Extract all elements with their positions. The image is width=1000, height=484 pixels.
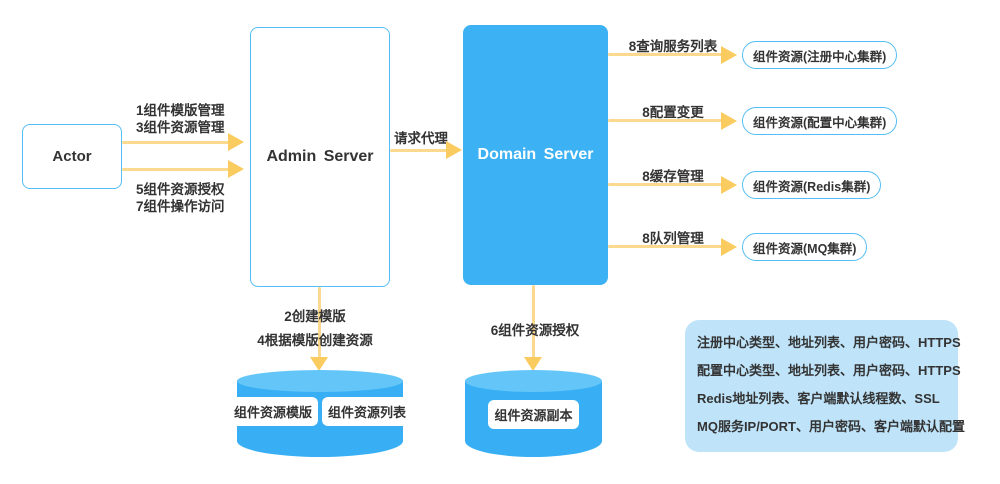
service-row-arrow-shaft — [608, 245, 722, 248]
resource-registry-cluster-label: 组件资源(注册中心集群) — [753, 49, 887, 64]
resource-redis-cluster: 组件资源(Redis集群) — [742, 171, 882, 199]
note-mq: MQ服务IP/PORT、用户密码、客户端默认配置 — [697, 419, 965, 434]
service-row-arrow-head — [721, 46, 737, 64]
arrow-actor-admin-top-shaft — [122, 141, 230, 144]
actor-label: Actor — [52, 148, 92, 165]
flow-label-template-manage: 1组件模版管理 — [136, 103, 225, 118]
service-row-arrow-shaft — [608, 53, 722, 56]
chip-resource-list: 组件资源列表 — [322, 397, 413, 426]
flow-label-resource-manage: 3组件资源管理 — [136, 120, 225, 135]
actor-node: Actor — [22, 124, 122, 189]
arrow-actor-admin-top-head — [228, 133, 244, 151]
arrow-admin-db-head — [310, 357, 328, 371]
admin-server-node: Admin Server — [250, 27, 390, 287]
service-row-arrow-shaft — [608, 183, 722, 186]
arrow-admin-domain-shaft — [390, 149, 448, 152]
service-row-label: 8队列管理 — [642, 231, 704, 246]
service-row-arrow-head — [721, 238, 737, 256]
service-row-arrow-shaft — [608, 119, 722, 122]
service-row-arrow-head — [721, 176, 737, 194]
flow-label-resource-authorize: 6组件资源授权 — [490, 323, 580, 338]
service-row-label: 8配置变更 — [642, 105, 704, 120]
arrow-domain-db-head — [524, 357, 542, 371]
arrow-actor-admin-bottom-shaft — [122, 168, 230, 171]
note-redis: Redis地址列表、客户端默认线程数、SSL — [697, 391, 940, 406]
flow-label-create-template: 2创建模版 — [284, 309, 346, 324]
resource-mq-cluster-label: 组件资源(MQ集群) — [753, 241, 857, 256]
chip-resource-replica: 组件资源副本 — [488, 400, 579, 429]
notes-panel: 注册中心类型、地址列表、用户密码、HTTPS 配置中心类型、地址列表、用户密码、… — [685, 320, 965, 452]
arrow-domain-db-shaft — [532, 285, 535, 359]
service-row-label: 8缓存管理 — [642, 169, 704, 184]
resource-mq-cluster: 组件资源(MQ集群) — [742, 233, 868, 261]
arrow-admin-domain-head — [446, 141, 462, 159]
admin-server-label: Admin Server — [266, 148, 374, 165]
service-row-label: 8查询服务列表 — [628, 39, 718, 54]
resource-registry-cluster: 组件资源(注册中心集群) — [742, 41, 898, 69]
resource-config-cluster-label: 组件资源(配置中心集群) — [753, 115, 887, 130]
flow-label-request-proxy: 请求代理 — [394, 131, 448, 146]
domain-server-node: Domain Server — [463, 25, 608, 285]
cylinder-top — [237, 370, 403, 392]
arrow-admin-db-shaft — [318, 287, 321, 359]
domain-database-cylinder: 组件资源副本 — [465, 370, 602, 457]
note-registry: 注册中心类型、地址列表、用户密码、HTTPS — [697, 335, 961, 350]
admin-database-cylinder: 组件资源模版 组件资源列表 — [227, 370, 413, 457]
flow-label-operate-access: 7组件操作访问 — [136, 199, 225, 214]
resource-config-cluster: 组件资源(配置中心集群) — [742, 107, 898, 135]
arrow-actor-admin-bottom-head — [228, 160, 244, 178]
cylinder-top — [465, 370, 602, 392]
chip-resource-template: 组件资源模版 — [227, 397, 318, 426]
service-row-arrow-head — [721, 112, 737, 130]
domain-server-label: Domain Server — [477, 146, 594, 163]
flow-label-resource-grant: 5组件资源授权 — [136, 182, 225, 197]
flow-label-create-resource: 4根据模版创建资源 — [257, 333, 373, 348]
resource-redis-cluster-label: 组件资源(Redis集群) — [753, 179, 871, 194]
note-config: 配置中心类型、地址列表、用户密码、HTTPS — [697, 363, 961, 378]
